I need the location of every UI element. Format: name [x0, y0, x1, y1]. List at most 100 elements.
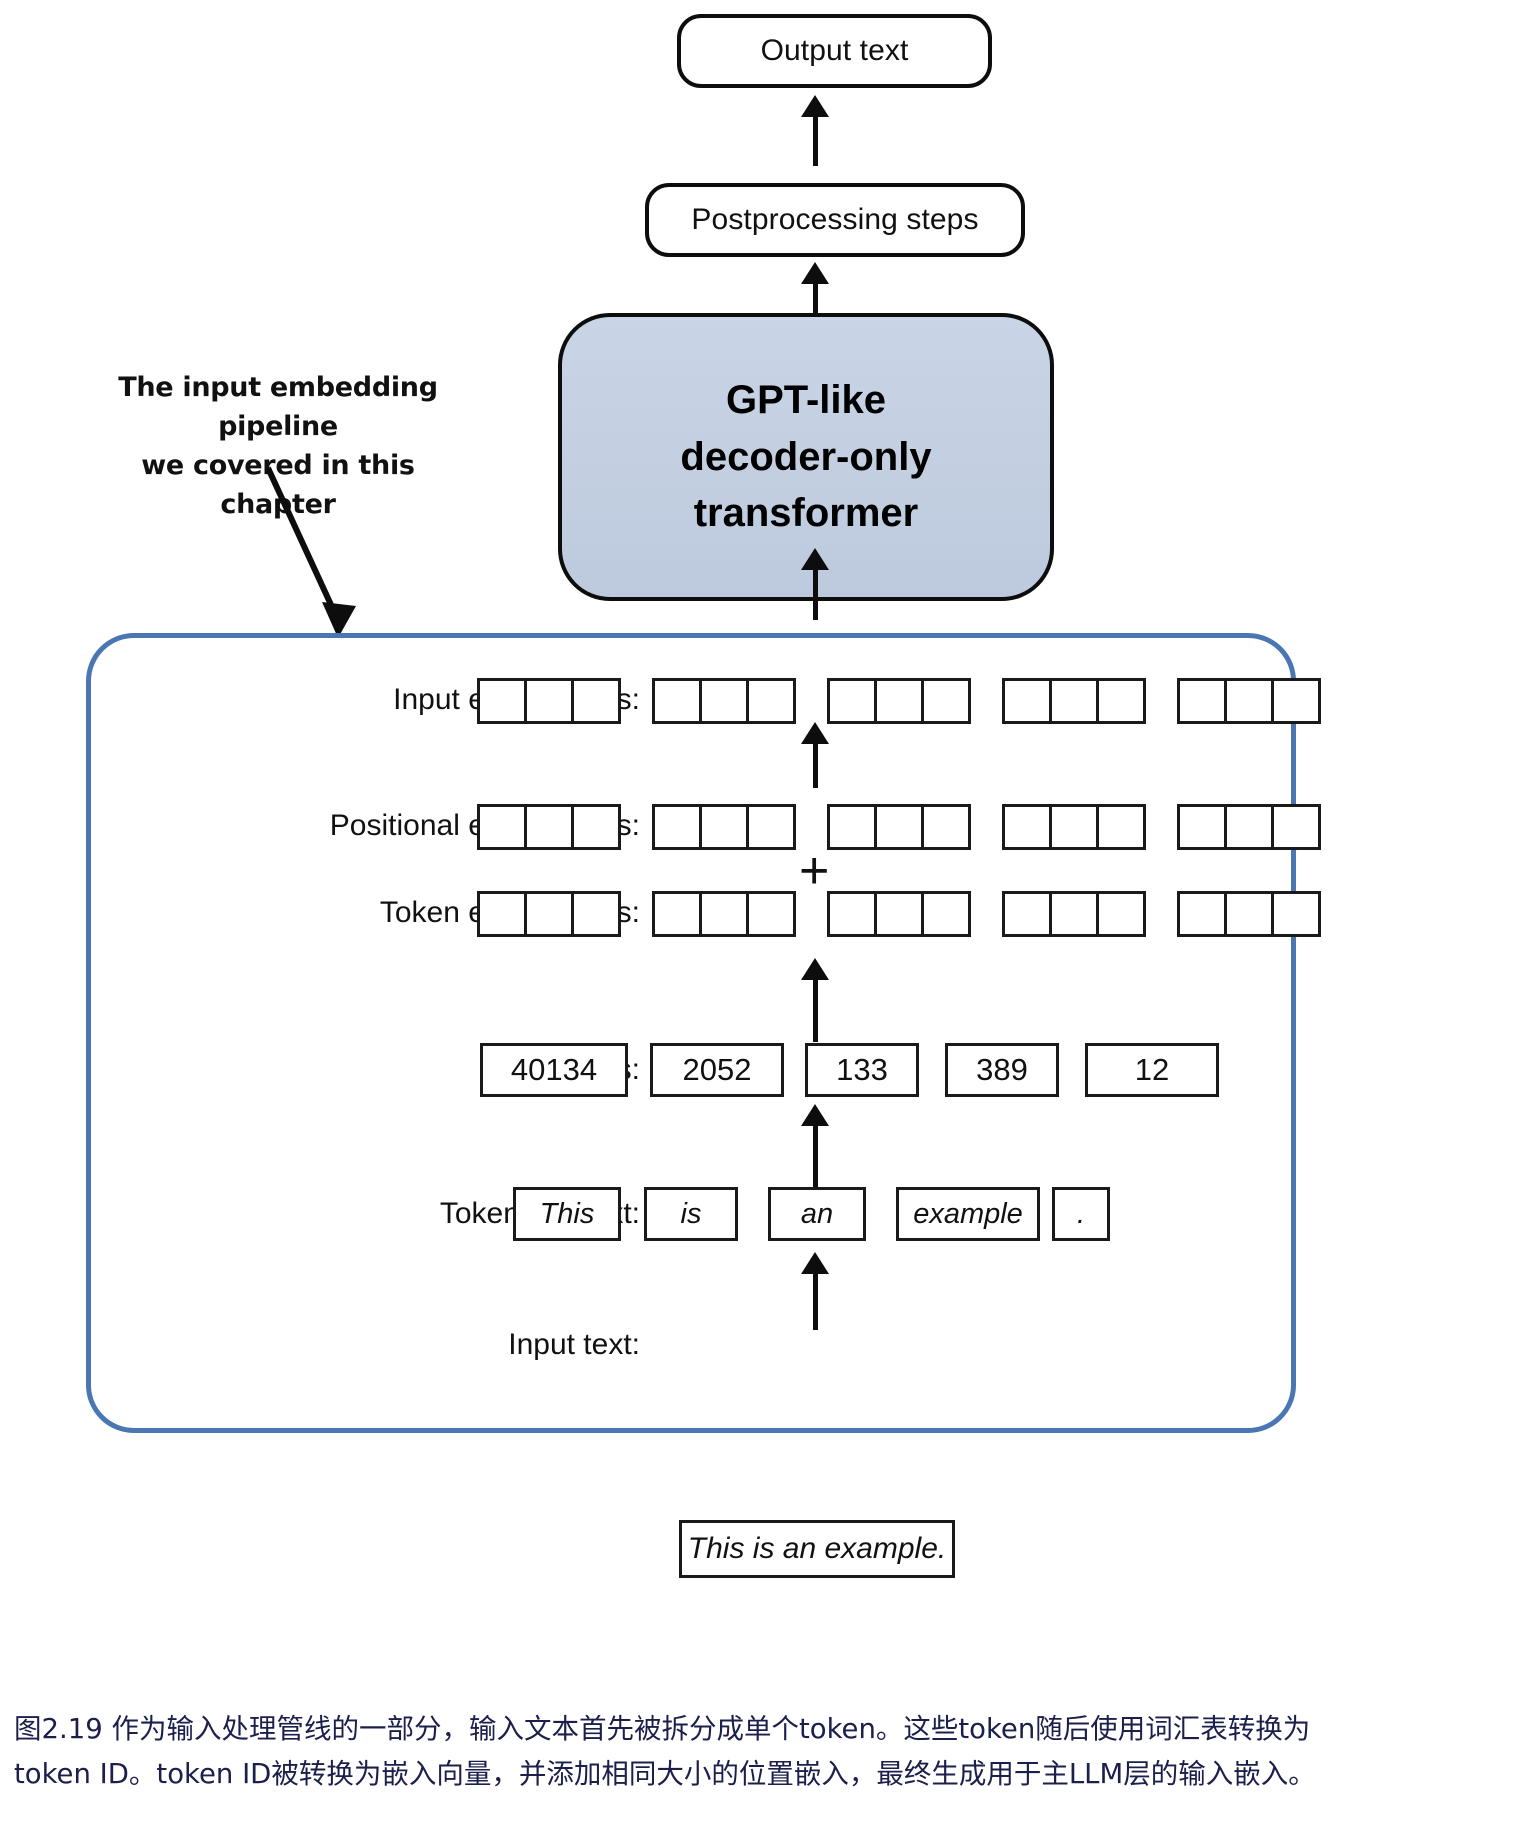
embedding-cell	[874, 891, 924, 937]
embedding-cell	[921, 804, 971, 850]
embedding-cell	[477, 678, 527, 724]
embedding-cell	[1177, 804, 1227, 850]
plus-symbol: +	[799, 842, 830, 900]
embedding-group	[1002, 891, 1146, 937]
token-box: an	[768, 1187, 866, 1241]
embedding-cell	[524, 804, 574, 850]
postprocessing-steps-box: Postprocessing steps	[645, 183, 1025, 257]
arrow-shaft	[812, 283, 818, 316]
arrow-head-icon	[801, 1104, 829, 1126]
embedding-cell	[699, 804, 749, 850]
input-embeddings-cells	[477, 678, 1321, 724]
embedding-cell	[524, 678, 574, 724]
postprocessing-steps-label: Postprocessing steps	[691, 203, 979, 236]
embedding-cell	[921, 891, 971, 937]
arrow-shaft	[812, 1273, 818, 1330]
arrow-shaft	[812, 979, 818, 1042]
arrow-head-icon	[801, 722, 829, 744]
embedding-cell	[921, 678, 971, 724]
embedding-cell	[746, 891, 796, 937]
input-text-box: This is an example.	[679, 1520, 955, 1578]
arrow-sum-to-input-embeddings	[800, 722, 830, 788]
token-id-box: 40134	[480, 1043, 628, 1097]
embedding-group	[1002, 804, 1146, 850]
arrow-head-icon	[801, 548, 829, 570]
embedding-group	[477, 891, 621, 937]
embedding-cell	[1224, 891, 1274, 937]
embedding-cell	[652, 678, 702, 724]
embedding-cell	[827, 891, 877, 937]
embedding-group	[1177, 678, 1321, 724]
callout-line-1: The input embedding pipeline	[118, 372, 438, 443]
arrow-head-icon	[801, 958, 829, 980]
embedding-group	[1177, 891, 1321, 937]
token-box: .	[1052, 1187, 1110, 1241]
embedding-cell	[1271, 678, 1321, 724]
input-text-value: This is an example.	[687, 1532, 947, 1565]
embedding-group	[652, 678, 796, 724]
arrow-shaft	[812, 116, 818, 166]
callout-arrow-icon	[265, 466, 356, 638]
embedding-cell	[699, 891, 749, 937]
arrow-head-icon	[801, 262, 829, 284]
embedding-cell	[571, 804, 621, 850]
embedding-cell	[1271, 891, 1321, 937]
embedding-cell	[571, 678, 621, 724]
arrow-postprocessing-to-output	[800, 95, 830, 167]
embedding-cell	[1096, 678, 1146, 724]
output-text-label: Output text	[760, 34, 909, 67]
embedding-group	[827, 678, 971, 724]
embedding-cell	[1177, 891, 1227, 937]
embedding-cell	[1049, 678, 1099, 724]
embedding-cell	[1002, 891, 1052, 937]
arrow-shaft	[812, 1125, 818, 1188]
embedding-cell	[1271, 804, 1321, 850]
embedding-cell	[874, 804, 924, 850]
embedding-cell	[1049, 804, 1099, 850]
embedding-cell	[746, 678, 796, 724]
embedding-cell	[1096, 804, 1146, 850]
gpt-block-line-1: GPT-like	[725, 377, 887, 422]
input-embedding-pipeline-container	[86, 633, 1296, 1433]
embedding-cell	[1177, 678, 1227, 724]
token-embeddings-cells	[477, 891, 1321, 937]
gpt-block-line-2: decoder-only	[680, 434, 932, 479]
embedding-cell	[571, 891, 621, 937]
embedding-cell	[699, 678, 749, 724]
token-id-box: 2052	[650, 1043, 784, 1097]
callout-line-2: we covered in this chapter	[141, 450, 415, 521]
embedding-cell	[1096, 891, 1146, 937]
gpt-block-line-3: transformer	[693, 491, 919, 536]
embedding-cell	[524, 891, 574, 937]
embedding-cell	[1002, 678, 1052, 724]
embedding-cell	[477, 891, 527, 937]
caption-line-2: token ID。token ID被转换为嵌入向量，并添加相同大小的位置嵌入，最…	[14, 1757, 1316, 1790]
callout-annotation: The input embedding pipeline we covered …	[88, 368, 468, 525]
positional-embeddings-cells	[477, 804, 1321, 850]
embedding-group	[1002, 678, 1146, 724]
embedding-cell	[746, 804, 796, 850]
token-id-box: 133	[805, 1043, 919, 1097]
embedding-group	[1177, 804, 1321, 850]
arrow-input-text-to-tokens	[800, 1252, 830, 1330]
embedding-cell	[874, 678, 924, 724]
token-box: This	[513, 1187, 621, 1241]
embedding-cell	[1224, 678, 1274, 724]
arrow-embeddings-to-model	[800, 548, 830, 620]
arrow-model-to-postprocessing	[800, 262, 830, 316]
token-box: example	[896, 1187, 1040, 1241]
embedding-cell	[652, 804, 702, 850]
arrow-head-icon	[801, 1252, 829, 1274]
figure-caption: 图2.19 作为输入处理管线的一部分，输入文本首先被拆分成单个token。这些t…	[14, 1707, 1504, 1796]
arrow-token-ids-to-embeddings	[800, 958, 830, 1042]
embedding-group	[652, 804, 796, 850]
embedding-group	[652, 891, 796, 937]
embedding-cell	[1224, 804, 1274, 850]
output-text-box: Output text	[677, 14, 992, 88]
arrow-shaft	[812, 569, 818, 620]
embedding-cell	[1002, 804, 1052, 850]
embedding-cell	[477, 804, 527, 850]
embedding-group	[827, 891, 971, 937]
embedding-cell	[827, 678, 877, 724]
arrow-shaft	[812, 743, 818, 788]
